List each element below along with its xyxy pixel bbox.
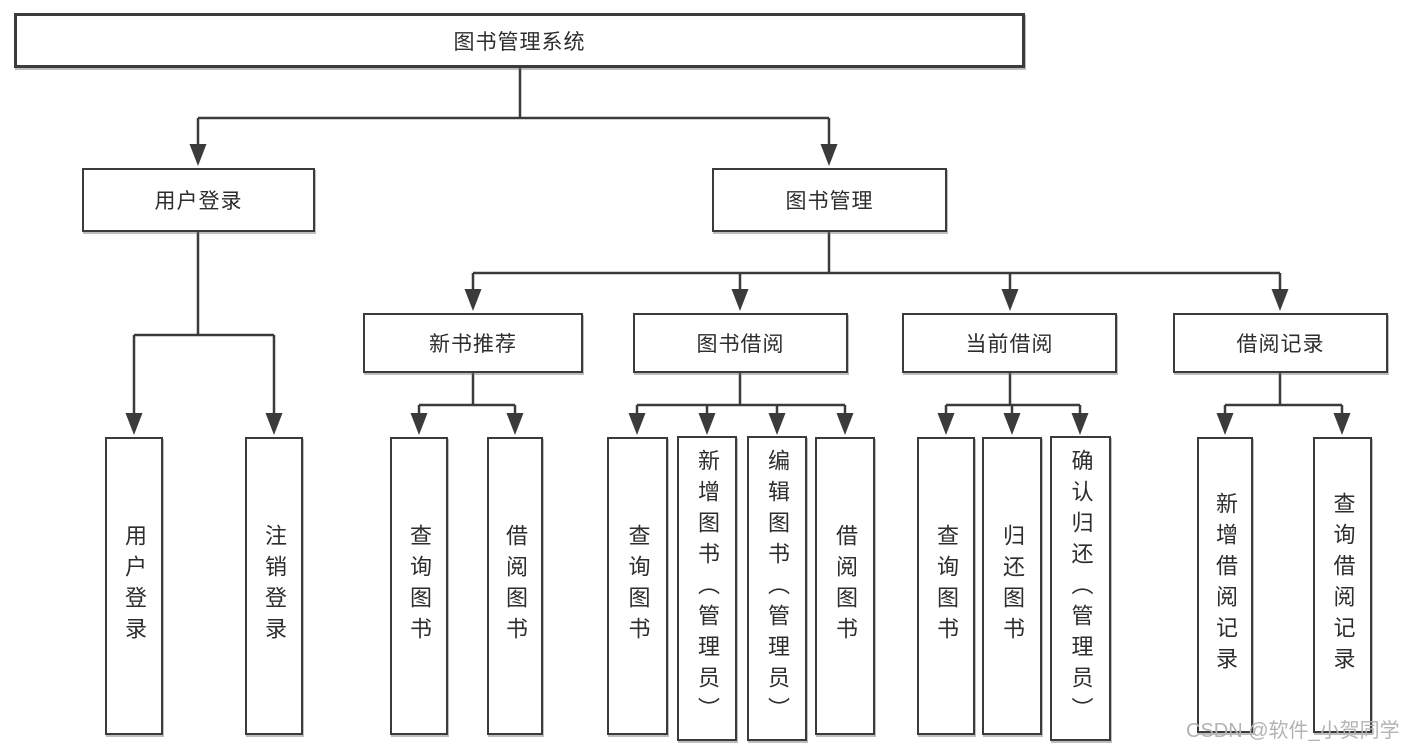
node-borrowing-records: 借阅记录 [1173,313,1388,373]
leaf-add-borrowing-record: 新增借阅记录 [1197,437,1253,733]
connector-borrowing-leaves [635,373,847,413]
node-current-borrowing: 当前借阅 [902,313,1117,373]
connector-current-leaves [944,373,1082,413]
leaf-return-books: 归还图书 [982,437,1042,735]
arrow-down-icon [768,413,786,435]
connector-login-leaves [132,232,276,413]
arrow-down-icon [628,413,646,435]
connector-mgmt-level3 [471,232,1282,289]
leaf-borrow-books-recommend: 借阅图书 [487,437,543,735]
leaf-add-books-admin: 新增图书（管理员） [677,436,737,741]
arrow-down-icon [937,413,955,435]
arrow-down-icon [265,413,283,435]
arrow-down-icon [464,289,482,311]
arrow-down-icon [836,413,854,435]
leaf-edit-books-admin: 编辑图书（管理员） [747,436,807,741]
watermark-text: CSDN @软件_小贺同学 [1186,720,1400,742]
leaf-query-borrowing-record: 查询借阅记录 [1313,437,1372,733]
leaf-user-login: 用户登录 [105,437,163,735]
connector-records-leaves [1223,373,1344,413]
arrow-down-icon [1271,289,1289,311]
arrow-down-icon [1003,413,1021,435]
leaf-query-books-current: 查询图书 [917,437,975,735]
arrow-down-icon [189,144,207,166]
node-book-management: 图书管理 [712,168,947,232]
arrow-down-icon [698,413,716,435]
node-new-book-recommendation: 新书推荐 [363,313,583,373]
leaf-query-books-recommend: 查询图书 [390,437,448,735]
leaf-logout: 注销登录 [245,437,303,735]
arrow-down-icon [731,289,749,311]
arrow-down-icon [410,413,428,435]
arrow-down-icon [1333,413,1351,435]
arrow-down-icon [506,413,524,435]
leaf-confirm-return-admin: 确认归还（管理员） [1050,436,1111,741]
leaf-borrow-books-borrowing: 借阅图书 [815,437,875,735]
leaf-query-books-borrowing: 查询图书 [607,437,668,735]
node-book-borrowing: 图书借阅 [633,313,848,373]
node-user-login: 用户登录 [82,168,315,232]
arrow-down-icon [125,413,143,435]
node-library-management-system: 图书管理系统 [14,13,1025,68]
arrow-down-icon [1071,413,1089,435]
arrow-down-icon [1216,413,1234,435]
connector-recommend-leaves [417,373,517,413]
arrow-down-icon [820,144,838,166]
arrow-down-icon [1001,289,1019,311]
connector-root-level2 [196,68,831,144]
